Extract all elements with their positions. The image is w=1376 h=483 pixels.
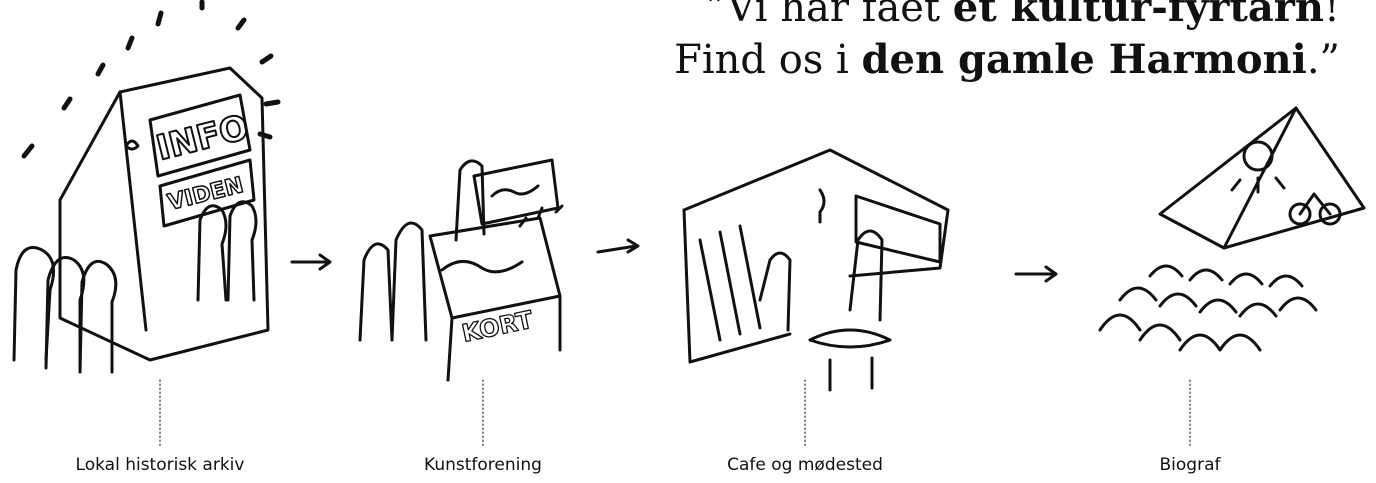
arrow-2 [598, 240, 638, 252]
caption-biograf: Biograf [1090, 455, 1290, 475]
kort-sign-text: KORT [459, 305, 536, 347]
info-building-icon: INFO VIDEN [14, 2, 278, 372]
arrow-3 [1016, 267, 1056, 281]
cafe-room-icon [684, 150, 948, 390]
caption-cafe-og-modested: Cafe og mødested [685, 455, 925, 475]
art-table-icon: KORT [360, 160, 562, 380]
caption-lokal-historisk-arkiv: Lokal historisk arkiv [40, 455, 280, 475]
cinema-icon [1100, 108, 1364, 350]
leader-lines [160, 380, 1190, 448]
arrow-1 [292, 255, 330, 269]
caption-kunstforening: Kunstforening [383, 455, 583, 475]
